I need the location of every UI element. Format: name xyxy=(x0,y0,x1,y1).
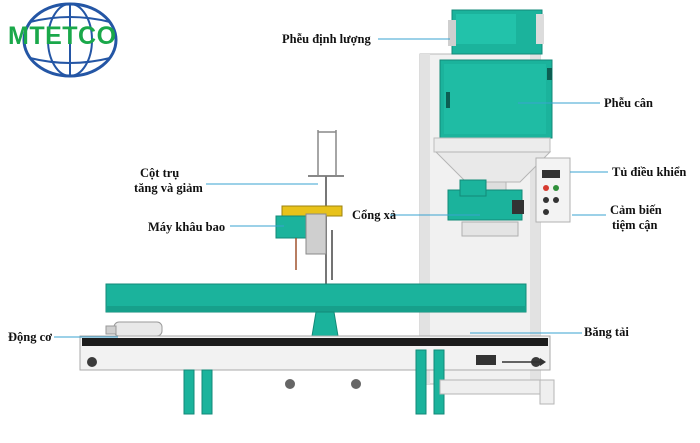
label-weigh-hopper: Phễu cân xyxy=(604,96,653,110)
lift-column xyxy=(308,130,344,290)
weigh-hopper xyxy=(433,59,553,153)
label-lift-column-line2: tăng và giảm xyxy=(134,181,203,195)
label-dosing-hopper: Phễu định lượng xyxy=(282,32,371,46)
label-conveyor: Băng tải xyxy=(584,325,629,339)
label-lift-column-line1: Cột trụ xyxy=(140,166,180,180)
label-proximity-sensor-line2: tiệm cận xyxy=(612,218,658,232)
discharge-gate xyxy=(447,179,524,237)
dosing-hopper xyxy=(448,9,544,55)
motor xyxy=(105,321,163,337)
sewing-machine xyxy=(275,205,343,280)
conveyor-belt xyxy=(79,335,551,371)
label-control-cabinet: Tủ điều khiển xyxy=(612,165,687,179)
logo-text: MTETCO xyxy=(8,22,117,50)
bag-guide-bar xyxy=(105,283,527,337)
label-sewing-machine: Máy khâu bao xyxy=(148,220,226,234)
label-proximity-sensor-line1: Cảm biến xyxy=(610,203,662,217)
control-cabinet xyxy=(535,157,571,223)
label-discharge-gate: Cổng xả xyxy=(352,208,397,222)
label-motor: Động cơ xyxy=(8,330,53,344)
conveyor-legs xyxy=(183,349,555,415)
mtetco-logo xyxy=(22,2,118,78)
leader-lines xyxy=(54,38,608,338)
